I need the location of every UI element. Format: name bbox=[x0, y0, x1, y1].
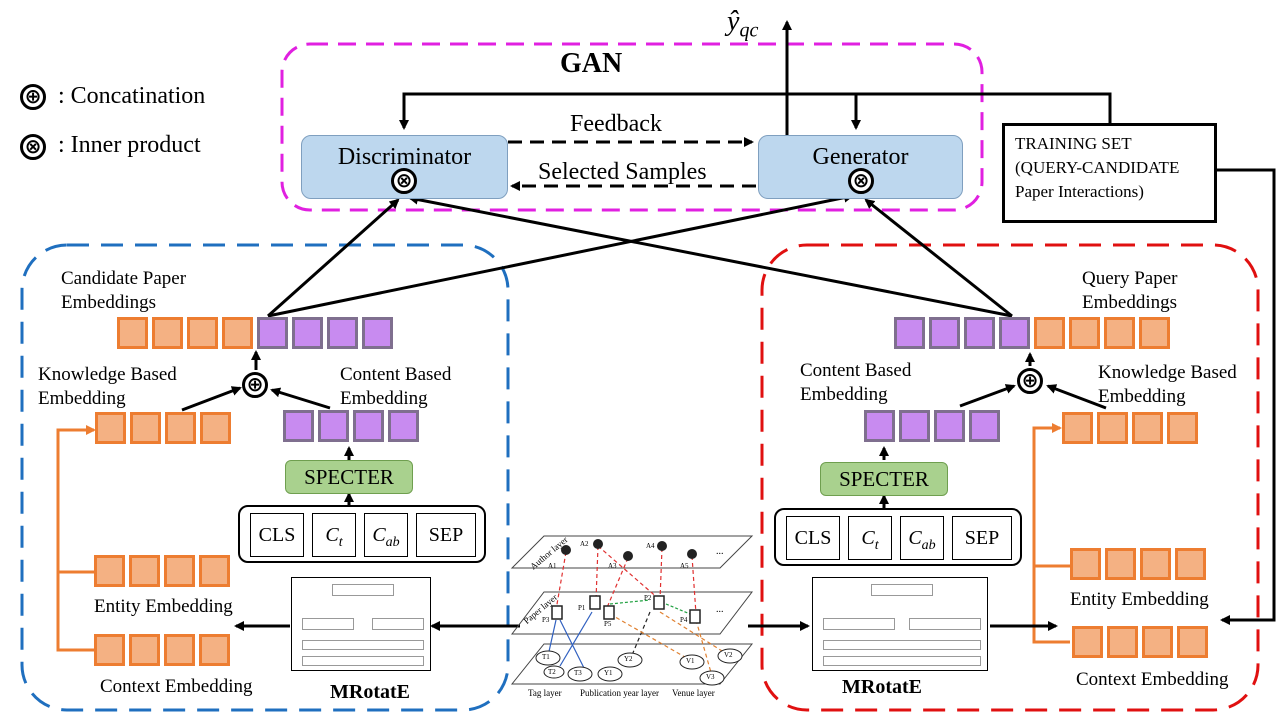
graph-edges bbox=[547, 545, 731, 677]
right-content-label-line1: Content Based bbox=[800, 360, 912, 381]
concat-legend-label: : Concatination bbox=[58, 83, 206, 109]
bottom-nodes bbox=[535, 648, 743, 686]
query-container bbox=[760, 243, 1260, 712]
left-token-cab: Cab bbox=[364, 513, 408, 557]
candidate-paper-label-line2: Embeddings bbox=[61, 292, 156, 313]
author-a1: A1 bbox=[548, 562, 557, 570]
left-content-label-line2: Embedding bbox=[340, 388, 428, 409]
training-set-line3: Paper Interactions) bbox=[1015, 182, 1144, 201]
author-a4: A4 bbox=[646, 542, 655, 550]
right-content-embedding bbox=[864, 410, 1004, 442]
year-y1: Y1 bbox=[604, 669, 613, 677]
right-knowledge-label-line2: Embedding bbox=[1098, 386, 1186, 407]
year-layer-label: Publication year layer bbox=[580, 688, 659, 698]
left-token-sep: SEP bbox=[416, 513, 476, 557]
left-entity-embedding bbox=[94, 555, 234, 587]
right-content-label-line2: Embedding bbox=[800, 384, 888, 405]
author-a3: A3 bbox=[608, 562, 617, 570]
output-label: ŷqc bbox=[727, 6, 758, 47]
query-paper-label-line2: Embeddings bbox=[1082, 292, 1177, 313]
tag-t2: T2 bbox=[548, 668, 556, 676]
training-set-line1: TRAINING SET bbox=[1015, 134, 1132, 153]
concat-legend-icon: ⊕ bbox=[20, 84, 46, 110]
discriminator-box: Discriminator bbox=[301, 135, 508, 199]
right-mrotate-label: MRotatE bbox=[842, 676, 922, 698]
tag-t1: T1 bbox=[542, 653, 550, 661]
left-entity-label: Entity Embedding bbox=[94, 596, 233, 617]
candidate-concat-icon: ⊕ bbox=[242, 372, 268, 398]
author-a5: A5 bbox=[680, 562, 689, 570]
candidate-paper-embedding bbox=[117, 317, 397, 349]
generator-box: Generator bbox=[758, 135, 963, 199]
right-context-embedding bbox=[1072, 626, 1212, 658]
gan-container bbox=[280, 42, 984, 212]
left-mrotate-label: MRotatE bbox=[330, 681, 410, 703]
left-context-label: Context Embedding bbox=[100, 676, 253, 697]
left-content-label-line1: Content Based bbox=[340, 364, 452, 385]
venue-v3: V3 bbox=[706, 673, 715, 681]
tag-t3: T3 bbox=[574, 669, 582, 677]
training-set-box: TRAINING SET (QUERY-CANDIDATE Paper Inte… bbox=[1002, 123, 1217, 223]
query-paper-embedding bbox=[894, 317, 1174, 349]
output-subscript: qc bbox=[739, 19, 759, 42]
training-set-line2: (QUERY-CANDIDATE bbox=[1015, 158, 1180, 177]
paper-nodes bbox=[551, 595, 701, 624]
candidate-container bbox=[20, 243, 510, 712]
paper-p3: P3 bbox=[542, 616, 550, 624]
paper-ellipsis: ... bbox=[716, 604, 724, 615]
right-specter-box: SPECTER bbox=[820, 462, 948, 496]
query-paper-label-line1: Query Paper bbox=[1082, 268, 1178, 289]
right-context-label: Context Embedding bbox=[1076, 669, 1229, 690]
left-token-cls: CLS bbox=[250, 513, 304, 557]
left-knowledge-label-line2: Embedding bbox=[38, 388, 126, 409]
paper-p2: P2 bbox=[644, 594, 652, 602]
author-a2: A2 bbox=[580, 540, 589, 548]
generator-label: Generator bbox=[812, 144, 909, 170]
inner-legend-icon: ⊗ bbox=[20, 134, 46, 160]
right-token-cls: CLS bbox=[786, 516, 840, 560]
paper-p4: P4 bbox=[680, 616, 688, 624]
right-token-row: CLS Ct Cab SEP bbox=[774, 508, 1022, 566]
author-nodes bbox=[561, 539, 697, 561]
right-entity-label: Entity Embedding bbox=[1070, 589, 1209, 610]
right-mrotate-figure bbox=[812, 577, 988, 671]
venue-v2: V2 bbox=[724, 651, 733, 659]
left-knowledge-label-line1: Knowledge Based bbox=[38, 364, 177, 385]
left-context-embedding bbox=[94, 634, 234, 666]
right-token-cab: Cab bbox=[900, 516, 944, 560]
discriminator-label: Discriminator bbox=[337, 144, 472, 170]
inner-legend-label: : Inner product bbox=[58, 132, 201, 158]
paper-p5: P5 bbox=[604, 620, 612, 628]
candidate-paper-label-line1: Candidate Paper bbox=[61, 268, 187, 289]
left-content-embedding bbox=[283, 410, 423, 442]
selected-samples-label: Selected Samples bbox=[538, 159, 707, 185]
right-token-sep: SEP bbox=[952, 516, 1012, 560]
output-symbol: ŷ bbox=[727, 6, 740, 37]
discriminator-inner-product-icon: ⊗ bbox=[391, 168, 417, 194]
right-entity-embedding bbox=[1070, 548, 1210, 580]
venue-v1: V1 bbox=[686, 657, 695, 665]
right-knowledge-label-line1: Knowledge Based bbox=[1098, 362, 1237, 383]
tag-layer-label: Tag layer bbox=[528, 688, 562, 698]
left-specter-box: SPECTER bbox=[285, 460, 413, 494]
generator-inner-product-icon: ⊗ bbox=[848, 168, 874, 194]
left-mrotate-figure bbox=[291, 577, 431, 671]
right-token-ct: Ct bbox=[848, 516, 892, 560]
feedback-label: Feedback bbox=[570, 111, 662, 137]
paper-p1: P1 bbox=[578, 604, 586, 612]
left-token-ct: Ct bbox=[312, 513, 356, 557]
left-knowledge-embedding bbox=[95, 412, 235, 444]
left-token-row: CLS Ct Cab SEP bbox=[238, 505, 486, 563]
gan-title: GAN bbox=[560, 48, 623, 79]
right-knowledge-embedding bbox=[1062, 412, 1202, 444]
graph-planes bbox=[510, 535, 754, 685]
author-ellipsis: ... bbox=[716, 546, 724, 557]
query-concat-icon: ⊕ bbox=[1017, 368, 1043, 394]
venue-layer-label: Venue layer bbox=[672, 688, 715, 698]
year-y2: Y2 bbox=[624, 655, 633, 663]
